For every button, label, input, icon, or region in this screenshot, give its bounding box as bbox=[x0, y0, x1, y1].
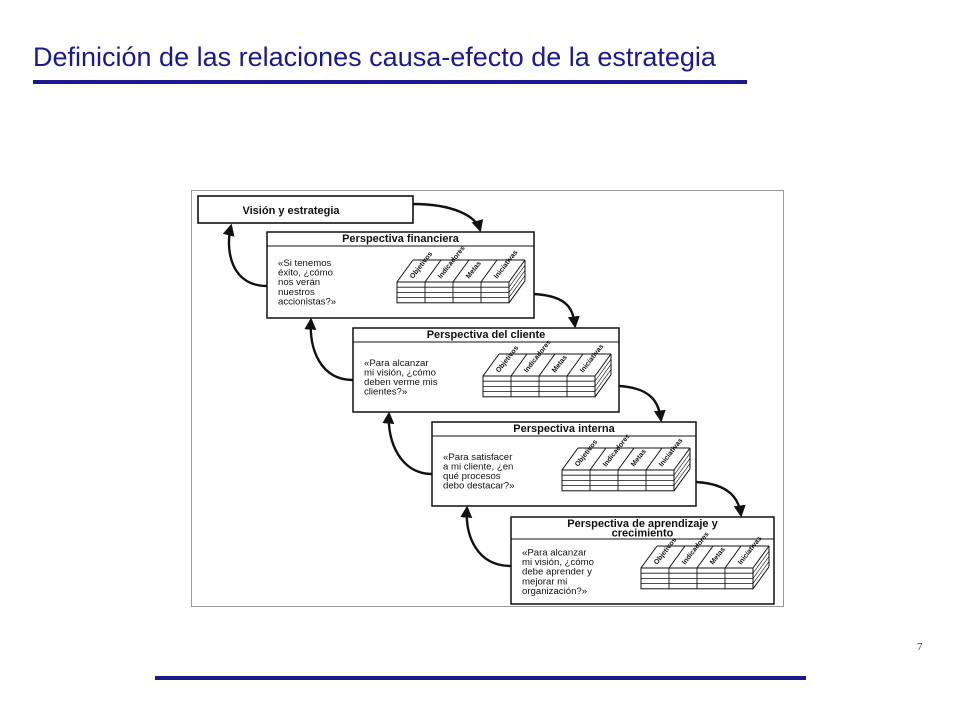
perspective-question-line: mi visión, ¿cómo bbox=[522, 557, 594, 568]
page-number: 7 bbox=[917, 641, 923, 653]
arrow-internal-to-customer bbox=[382, 411, 433, 476]
vision-strategy-box: Visión y estrategia bbox=[197, 195, 414, 224]
perspective-question-line: organización?» bbox=[522, 586, 587, 597]
perspective-question-line: mi visión, ¿cómo bbox=[364, 367, 436, 378]
perspective-title: Perspectiva del cliente bbox=[427, 329, 546, 341]
perspective-question-line: «Si tenemos bbox=[278, 258, 332, 269]
perspective-question-line: «Para alcanzar bbox=[522, 548, 587, 559]
perspective-question-line: «Para satisfacer bbox=[443, 452, 513, 463]
arrow-customer-to-internal bbox=[618, 384, 666, 423]
perspective-question-line: deben verme mis bbox=[364, 377, 438, 388]
perspective-title: Perspectiva interna bbox=[513, 423, 615, 435]
perspective-question-line: éxito, ¿cómo bbox=[278, 268, 333, 279]
perspective-question-line: qué procesos bbox=[443, 471, 501, 482]
perspective-question-line: debo destacar?» bbox=[443, 481, 514, 492]
arrow-financial-to-customer bbox=[533, 292, 580, 329]
perspective-question-line: a mi cliente, ¿en bbox=[443, 461, 513, 472]
perspective-question-line: nuestros bbox=[278, 287, 315, 298]
arrow-financial-to-vision bbox=[222, 223, 268, 288]
perspective-question-line: accionistas?» bbox=[278, 296, 336, 307]
arrow-internal-to-learning bbox=[695, 480, 746, 518]
cause-effect-arrows bbox=[222, 202, 746, 568]
vision-strategy-label: Visión y estrategia bbox=[242, 205, 340, 217]
title-underline bbox=[33, 80, 747, 84]
perspective-question-line: clientes?» bbox=[364, 387, 407, 398]
perspective-customer: Perspectiva del cliente «Para alcanzarmi … bbox=[352, 327, 620, 413]
arrow-vision-to-financial bbox=[412, 202, 484, 233]
perspective-financial: Perspectiva financiera «Si tenemoséxito, … bbox=[266, 231, 535, 319]
perspective-title: crecimiento bbox=[612, 528, 674, 540]
perspective-question-line: debe aprender y bbox=[522, 567, 592, 578]
perspective-question-line: nos verán bbox=[278, 277, 320, 288]
arrow-customer-to-financial bbox=[304, 317, 354, 382]
perspective-title: Perspectiva financiera bbox=[342, 233, 460, 245]
perspective-title: Perspectiva de aprendizaje y bbox=[567, 518, 718, 530]
footer-rule bbox=[155, 676, 806, 680]
page-title: Definición de las relaciones causa-efect… bbox=[33, 42, 716, 72]
perspective-question-line: «Para alcanzar bbox=[364, 358, 429, 369]
perspective-question-line: mejorar mi bbox=[522, 576, 567, 587]
balanced-scorecard-diagram: Visión y estrategia Perspectiva financie… bbox=[191, 190, 784, 607]
arrow-learning-to-internal bbox=[460, 505, 512, 568]
